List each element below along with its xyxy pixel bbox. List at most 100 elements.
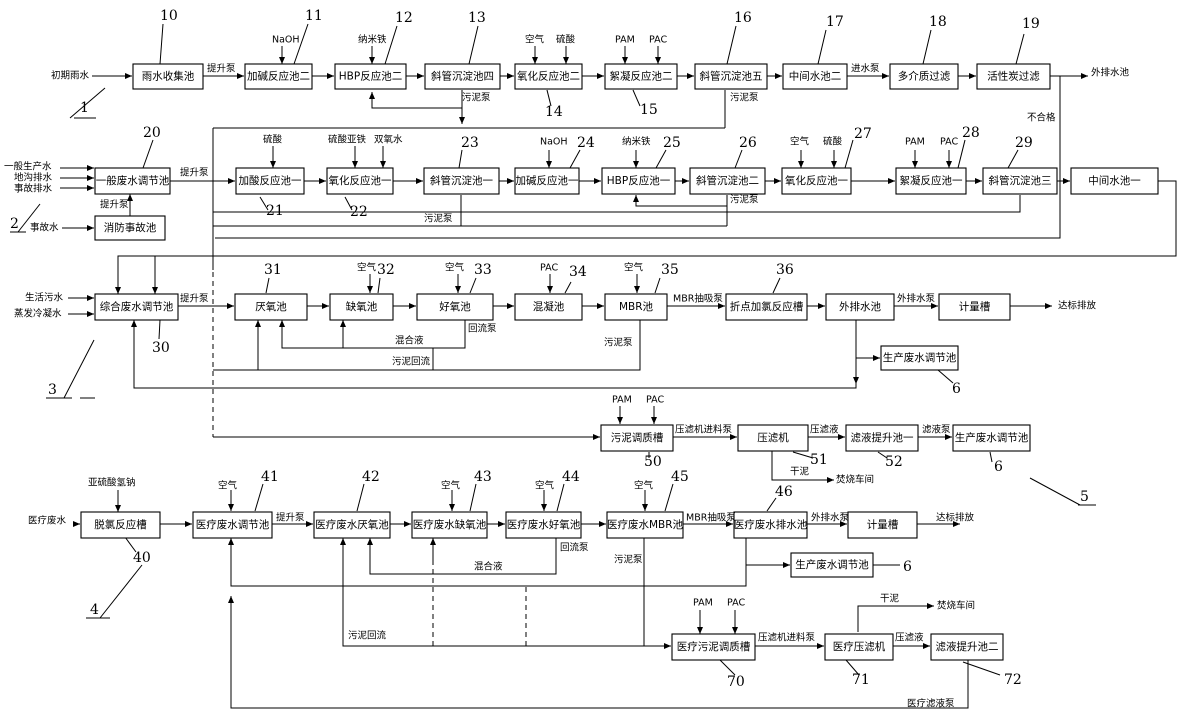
unit-number: 32	[377, 262, 395, 278]
oxidation-reaction-tank-2[interactable]: 氧化反应池二	[514, 63, 583, 90]
medical-anoxic-tank[interactable]: 医疗废水缺氧池	[411, 511, 488, 539]
box-label: 厌氧池	[255, 300, 287, 313]
pump-label: 压滤机进料泵	[675, 424, 733, 436]
medical-anaerobic-tank[interactable]: 医疗废水厌氧池	[313, 511, 391, 539]
reagent-label: 纳米铁	[358, 34, 387, 46]
activated-carbon-filter[interactable]: 活性炭过滤	[976, 63, 1051, 90]
section-number: 2	[10, 216, 19, 232]
ref-number: 6	[994, 459, 1003, 475]
intermediate-pool-1[interactable]: 中间水池一	[1070, 167, 1159, 195]
unit-number: 21	[266, 203, 284, 219]
acid-reaction-tank-1[interactable]: 加酸反应池一	[235, 167, 305, 195]
unit-number: 28	[962, 125, 980, 141]
dechlorination-tank[interactable]: 脱氯反应槽	[80, 511, 161, 539]
medical-filter-press[interactable]: 医疗压滤机	[824, 633, 894, 661]
medical-aerobic-tank[interactable]: 医疗废水好氧池	[505, 511, 582, 539]
medical-sludge-conditioning-tank[interactable]: 医疗污泥调质槽	[671, 633, 756, 661]
input-label: 医疗废水	[28, 515, 67, 527]
breakpoint-chlorination-tank[interactable]: 折点加氯反应槽	[725, 293, 808, 321]
pump-label: 外排水泵	[811, 512, 850, 524]
hbp-reaction-tank-1[interactable]: HBP反应池一	[601, 167, 676, 195]
anaerobic-tank[interactable]: 厌氧池	[234, 293, 308, 321]
unit-number: 44	[562, 469, 580, 485]
metering-tank-2[interactable]: 计量槽	[847, 511, 918, 539]
unit-number: 70	[727, 674, 745, 690]
production-wastewater-tank-b[interactable]: 生产废水调节池	[952, 424, 1031, 452]
inclined-tube-settler-4[interactable]: 斜管沉淀池四	[424, 63, 501, 90]
discharge-pool[interactable]: 外排水池	[825, 293, 895, 321]
reagent-label: 双氧水	[374, 134, 403, 146]
unit-number: 20	[143, 125, 161, 141]
production-wastewater-tank-a[interactable]: 生产废水调节池	[880, 345, 959, 371]
filtrate-lift-pool-1[interactable]: 滤液提升池一	[845, 424, 919, 452]
oxidation-reaction-tank-1a[interactable]: 氧化反应池一	[326, 167, 394, 195]
reagent-label: 硫酸	[263, 134, 283, 146]
pump-label: 医疗滤液泵	[907, 698, 955, 710]
flocculation-reaction-tank-2[interactable]: 絮凝反应池二	[604, 63, 678, 90]
box-label: 计量槽	[867, 518, 899, 531]
fire-accident-pool[interactable]: 消防事故池	[94, 215, 166, 241]
metering-tank-1[interactable]: 计量槽	[938, 293, 1011, 321]
box-label: 加酸反应池一	[239, 174, 302, 187]
ref-number: 6	[952, 381, 961, 397]
aerobic-tank[interactable]: 好氧池	[416, 293, 494, 321]
intermediate-pool-2[interactable]: 中间水池二	[782, 63, 848, 90]
unit-number: 18	[929, 14, 947, 30]
filtrate-lift-pool-2[interactable]: 滤液提升池二	[930, 633, 1004, 661]
box-label: 医疗废水缺氧池	[413, 518, 487, 531]
medical-mbr-tank[interactable]: 医疗废水MBR池	[606, 511, 684, 539]
pump-label: 提升泵	[180, 167, 209, 179]
reagent-label: 硫酸亚铁	[328, 134, 367, 146]
mbr-tank[interactable]: MBR池	[604, 293, 668, 321]
box-label: 医疗废水排水池	[734, 518, 808, 531]
pump-label: 污泥泵	[604, 337, 633, 349]
combined-wastewater-equalization-tank[interactable]: 综合废水调节池	[94, 293, 179, 321]
sludge-conditioning-tank[interactable]: 污泥调质槽	[600, 424, 674, 452]
box-label: 加碱反应池一	[516, 174, 579, 187]
inclined-tube-settler-1[interactable]: 斜管沉淀池一	[423, 167, 500, 195]
multimedia-filter[interactable]: 多介质过滤	[889, 63, 959, 90]
input-label: 地沟排水	[14, 172, 53, 184]
unit-number: 34	[569, 264, 587, 280]
general-wastewater-equalization-tank[interactable]: 一般废水调节池	[94, 167, 171, 195]
inclined-tube-settler-5[interactable]: 斜管沉淀池五	[694, 63, 768, 90]
unit-number: 35	[661, 262, 679, 278]
rainwater-collection-pool[interactable]: 雨水收集池	[132, 63, 204, 90]
flow-label: 压滤液	[895, 632, 924, 644]
box-label: 生产废水调节池	[955, 431, 1029, 444]
inclined-tube-settler-3[interactable]: 斜管沉淀池三	[982, 167, 1058, 195]
box-label: 氧化反应池一	[329, 174, 392, 187]
pump-label: 污泥泵	[730, 194, 759, 206]
unit-number: 52	[885, 454, 903, 470]
filter-press[interactable]: 压滤机	[737, 424, 809, 452]
alkali-reaction-tank-2[interactable]: 加碱反应池二	[244, 63, 313, 90]
reagent-label: PAC	[649, 35, 667, 46]
medical-drain-pool[interactable]: 医疗废水排水池	[733, 511, 808, 539]
box-label: 一般废水调节池	[96, 174, 170, 187]
box-label: 医疗废水好氧池	[507, 518, 581, 531]
unit-number: 43	[474, 469, 492, 485]
production-wastewater-tank-c[interactable]: 生产废水调节池	[790, 552, 874, 578]
section-number: 4	[90, 602, 99, 618]
unit-number: 22	[350, 204, 368, 220]
medical-equalization-tank[interactable]: 医疗废水调节池	[192, 511, 273, 539]
box-label: 缺氧池	[346, 300, 378, 313]
unit-number: 25	[663, 135, 681, 151]
inclined-tube-settler-2[interactable]: 斜管沉淀池二	[689, 167, 766, 195]
flocculation-reaction-tank-1[interactable]: 絮凝反应池一	[895, 167, 967, 195]
coagulation-tank[interactable]: 混凝池	[514, 293, 583, 321]
output-label: 焚烧车间	[836, 474, 874, 486]
box-label: 雨水收集池	[142, 70, 195, 83]
box-label: 斜管沉淀池四	[431, 70, 494, 83]
output-label: 外排水池	[1091, 67, 1130, 79]
section-number: 5	[1080, 489, 1089, 505]
oxidation-reaction-tank-1b[interactable]: 氧化反应池一	[781, 167, 852, 195]
unit-number: 12	[395, 10, 413, 26]
reagent-label: NaOH	[540, 137, 568, 148]
anoxic-tank[interactable]: 缺氧池	[329, 293, 394, 321]
reagent-label: 空气	[790, 136, 810, 148]
reagent-label: PAM	[693, 598, 713, 609]
unit-number: 72	[1004, 672, 1022, 688]
hbp-reaction-tank-2[interactable]: HBP反应池二	[334, 63, 407, 90]
alkali-reaction-tank-1[interactable]: 加碱反应池一	[514, 167, 580, 195]
